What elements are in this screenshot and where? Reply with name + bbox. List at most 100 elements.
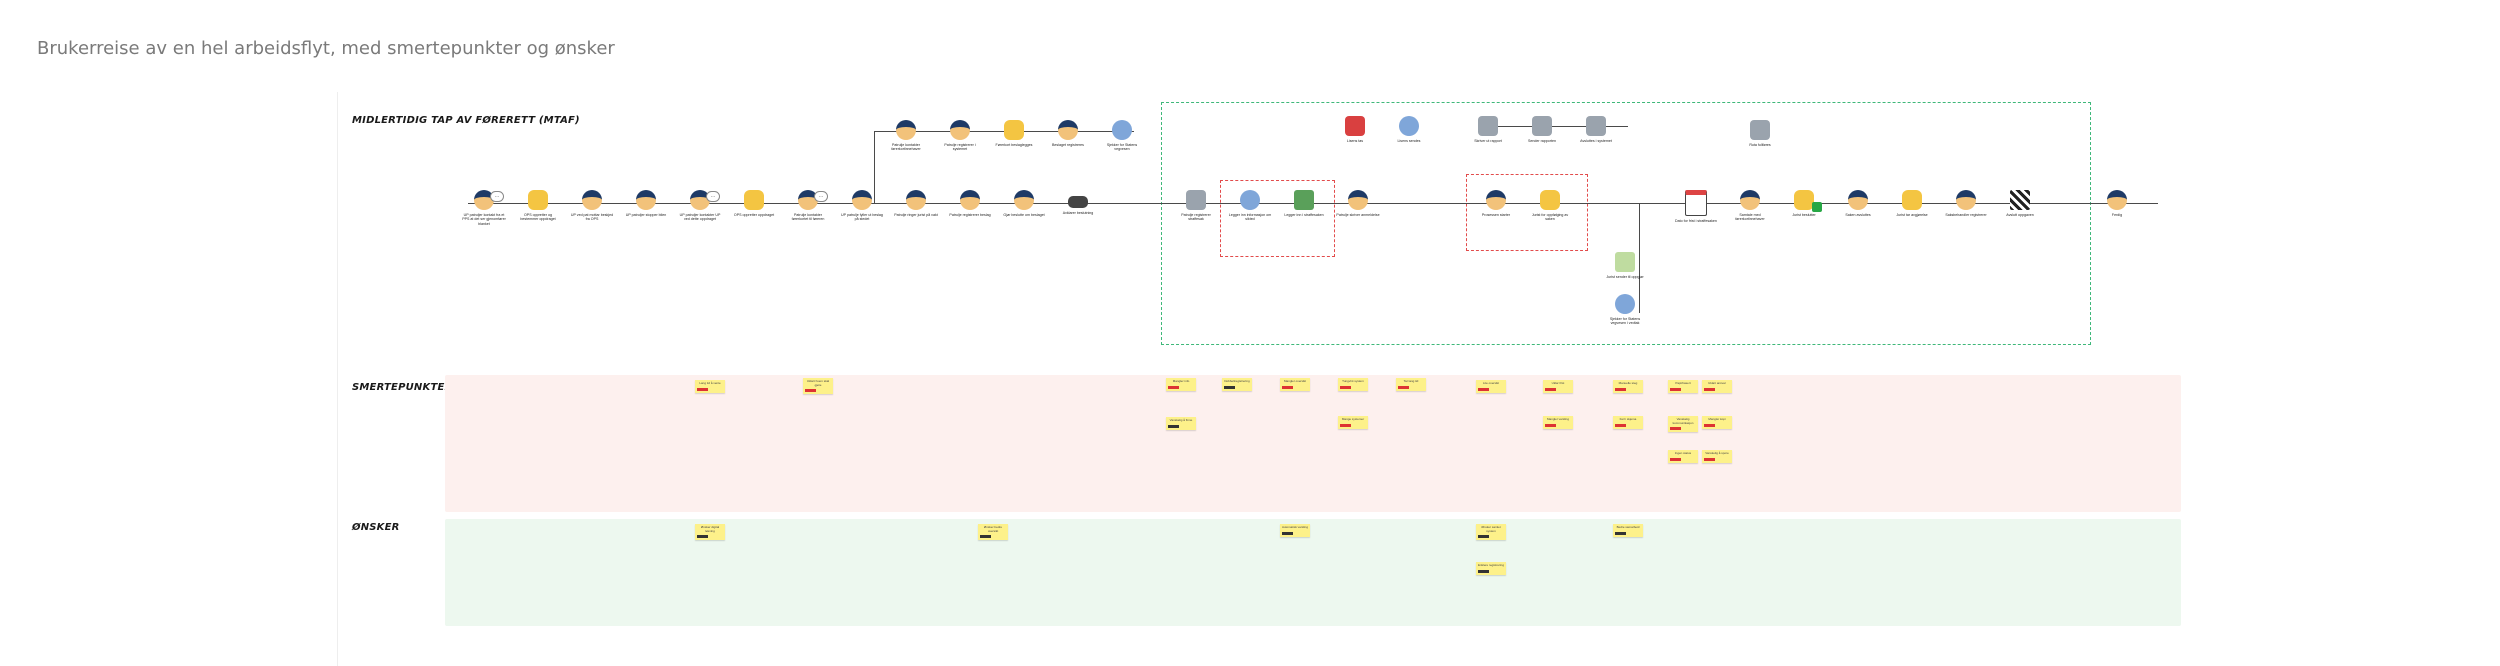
officer-icon: [1348, 190, 1368, 210]
branch-step[interactable]: Beslaget registreres: [1046, 120, 1090, 147]
flow-step[interactable]: Patrulje skriver anmeldelse: [1336, 190, 1380, 217]
flow-step[interactable]: Patrulje ringer jurist på vakt: [894, 190, 938, 217]
officer-icon: [1740, 190, 1760, 210]
pain-note[interactable]: Feil i skjema: [1613, 416, 1643, 429]
branch-step[interactable]: Lisens sendes: [1387, 116, 1431, 143]
pain-note[interactable]: Vanskelig kommunikasjon: [1668, 416, 1698, 433]
pain-note[interactable]: Lite oversikt: [1476, 380, 1506, 393]
tag-badge: [1478, 535, 1489, 539]
flow-step[interactable]: Patrulje registrerer beslag: [948, 190, 992, 217]
process-frame: [1161, 102, 2091, 345]
tag-badge: [1545, 423, 1556, 427]
flow-step[interactable]: OPS oppretter og bestemmer oppdraget: [516, 190, 560, 222]
page-title: Brukerreise av en hel arbeidsflyt, med s…: [37, 38, 615, 59]
document-icon: [1294, 190, 1314, 210]
branch-step[interactable]: Sender rapporten: [1520, 116, 1564, 143]
checkmark-icon: [1812, 202, 1822, 212]
pain-note[interactable]: Mangler info: [1166, 378, 1196, 391]
server-icon: [1586, 116, 1606, 136]
judge-icon: [1902, 190, 1922, 210]
pain-note[interactable]: Mangler kopi: [1702, 416, 1732, 429]
flow-step[interactable]: Jurist for oppfølging av saken: [1528, 190, 1572, 222]
tag-badge: [1168, 385, 1179, 389]
wish-note[interactable]: Bedre samarbeid: [1613, 524, 1643, 537]
flow-step[interactable]: Avklarer beslutning: [1056, 190, 1100, 215]
tag-badge: [1615, 387, 1626, 391]
flow-step[interactable]: …Patrulje kontakter førerkortet til føre…: [786, 190, 830, 222]
flow-step[interactable]: Saken avsluttes: [1836, 190, 1880, 217]
flow-step[interactable]: Patrulje registrerer straffesak: [1174, 190, 1218, 222]
pain-note[interactable]: Tar lang tid: [1396, 378, 1426, 391]
operator-icon: [744, 190, 764, 210]
flow-step[interactable]: OPS oppretter oppdraget: [732, 190, 776, 217]
pain-note[interactable]: Lang tid å vente: [695, 380, 725, 393]
branch-step[interactable]: Lisens tas: [1333, 116, 1377, 143]
wish-note[interactable]: Enklere registrering: [1476, 562, 1506, 575]
pain-note[interactable]: Dobbeltregistrering: [1222, 378, 1252, 391]
officer-icon: [950, 120, 970, 140]
flow-step[interactable]: Dato for frist i straffesaken: [1674, 190, 1718, 223]
wish-note[interactable]: Ønsker bedre oversikt: [978, 524, 1008, 541]
officer-icon: …: [474, 190, 504, 210]
flow-step[interactable]: UP ved pat mottar beskjed fra OPS: [570, 190, 614, 222]
flow-step[interactable]: …UP patruljer kontakter UP ved dette opp…: [678, 190, 722, 222]
flow-step[interactable]: Jurist tar avgjørelse: [1890, 190, 1934, 217]
branch-step[interactable]: Sjekker for Statens vegvesen i vedtak: [1603, 294, 1647, 326]
pain-note[interactable]: Mangler varsling: [1543, 416, 1573, 429]
pain-note[interactable]: Uklar frist: [1543, 380, 1573, 393]
flow-step[interactable]: Saksbehandler registrerer: [1944, 190, 1988, 217]
branch-step[interactable]: Avsluttes i systemet: [1574, 116, 1618, 143]
flow-step[interactable]: Legger inn informasjon om sikted: [1228, 190, 1272, 222]
fax-icon: [1532, 116, 1552, 136]
money-icon: [1615, 252, 1635, 272]
branch-step[interactable]: Patrulje registrerer i systemet: [938, 120, 982, 152]
tag-badge: [1478, 569, 1489, 573]
branch-step[interactable]: Patrulje kontakter førerkortinnehaver: [884, 120, 928, 152]
tag-badge: [1282, 531, 1293, 535]
wish-note[interactable]: Ønsker samlet system: [1476, 524, 1506, 541]
branch-step[interactable]: Skriver ut rapport: [1466, 116, 1510, 143]
laptop-icon: [1186, 190, 1206, 210]
officer-icon: [852, 190, 872, 210]
car-icon: [1068, 196, 1088, 208]
tag-badge: [1615, 531, 1626, 535]
branch-step[interactable]: Jurist sender til oppgjør: [1603, 252, 1647, 279]
lane-label-pain: SMERTEPUNKTER: [352, 382, 453, 393]
flow-step[interactable]: UP patruljer stopper bilen: [624, 190, 668, 217]
pain-note[interactable]: Uklart hvem skal gjøre: [803, 378, 833, 395]
branch-step[interactable]: Sjekker for Statens vegvesen: [1100, 120, 1144, 152]
branch-step[interactable]: Ruta fullføres: [1738, 120, 1782, 147]
pain-note[interactable]: Papirbasert: [1668, 380, 1698, 393]
branch-step[interactable]: Førerkort beslaglegges: [992, 120, 1036, 147]
flow-step[interactable]: Samtale med førerkortinnehaver: [1728, 190, 1772, 222]
pain-note[interactable]: Tungvint system: [1338, 378, 1368, 391]
flow-step[interactable]: Jurist beslutter: [1782, 190, 1826, 217]
pain-note[interactable]: Mangler oversikt: [1280, 378, 1310, 391]
flow-step[interactable]: Legger inn i straffesaken: [1282, 190, 1326, 217]
flow-step[interactable]: UP patrulje fyller ut beslag på stedet: [840, 190, 884, 222]
handshake-icon: [1794, 190, 1822, 212]
officer-icon: [582, 190, 602, 210]
flow-step[interactable]: Ferdig: [2095, 190, 2139, 217]
pain-note[interactable]: Manuelle steg: [1613, 380, 1643, 393]
tag-badge: [1704, 457, 1715, 461]
flow-step[interactable]: Prosessen starter: [1474, 190, 1518, 217]
detective-icon: [1848, 190, 1868, 210]
pain-note[interactable]: Ingen status: [1668, 450, 1698, 463]
pain-note[interactable]: Vanskelig å finne: [1166, 417, 1196, 430]
tag-badge: [1340, 385, 1351, 389]
printer-icon: [1478, 116, 1498, 136]
flow-step[interactable]: Avslutt oppgaven: [1998, 190, 2042, 217]
wish-note[interactable]: Automatisk varsling: [1280, 524, 1310, 537]
pain-note[interactable]: Uklart ansvar: [1702, 380, 1732, 393]
flow-step[interactable]: …UP patruljer kontakt fra et PPS at det …: [462, 190, 506, 226]
pain-note[interactable]: Vanskelig å spore: [1702, 450, 1732, 463]
wish-note[interactable]: Ønsker digital løsning: [695, 524, 725, 541]
person-icon: [1112, 120, 1132, 140]
flow-step[interactable]: Gjør beslutte om beslaget: [1002, 190, 1046, 217]
person-icon: [1240, 190, 1260, 210]
pain-note[interactable]: Mange systemer: [1338, 416, 1368, 429]
tag-badge: [1398, 385, 1409, 389]
tag-badge: [1340, 423, 1351, 427]
officer-icon: [960, 190, 980, 210]
